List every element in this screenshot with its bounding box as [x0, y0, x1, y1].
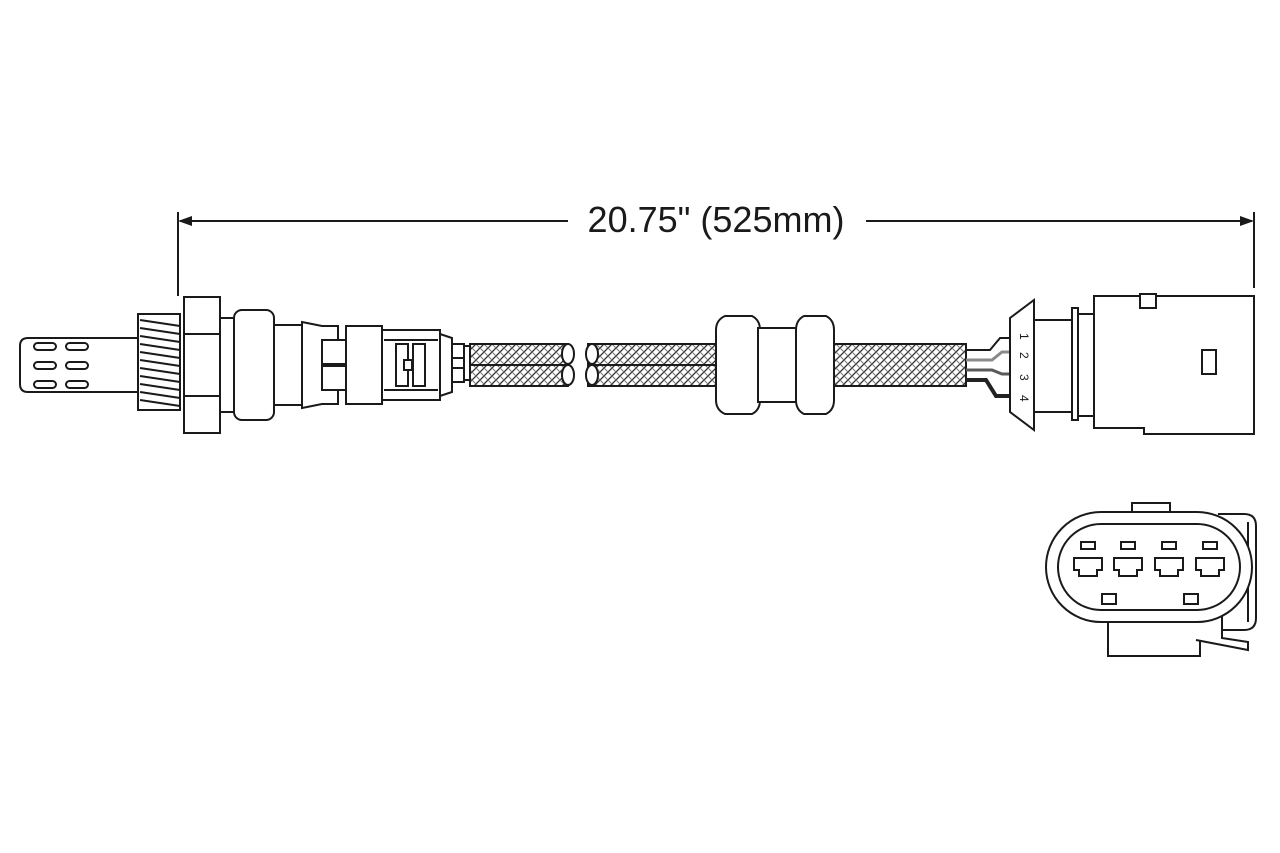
braided-cable-middle — [585, 343, 717, 387]
hex-nut — [183, 296, 235, 434]
arrow-left-icon — [178, 216, 192, 226]
connector-end-view — [1045, 502, 1257, 657]
pin-label-4: 4 — [1017, 395, 1031, 402]
connector-side: 1 2 3 4 — [1009, 293, 1255, 435]
sensor-tip — [19, 337, 138, 393]
pin-socket-3 — [1154, 541, 1184, 577]
pin-label-1: 1 — [1017, 333, 1031, 340]
sensor-body — [233, 309, 473, 421]
pin-label-2: 2 — [1017, 352, 1031, 359]
dimension-line: 20.75" (525mm) — [177, 199, 1255, 296]
arrow-right-icon — [1240, 216, 1254, 226]
pin-socket-4 — [1195, 541, 1225, 577]
dimension-label: 20.75" (525mm) — [588, 199, 845, 240]
pin-socket-2 — [1113, 541, 1143, 577]
pin-label-3: 3 — [1017, 374, 1031, 381]
exposed-wires — [966, 337, 1010, 398]
pin-socket-1 — [1073, 541, 1103, 577]
braided-cable-left — [469, 343, 575, 387]
cable-grommet — [715, 315, 835, 415]
thread-section — [137, 313, 181, 411]
braided-cable-right — [833, 343, 967, 387]
